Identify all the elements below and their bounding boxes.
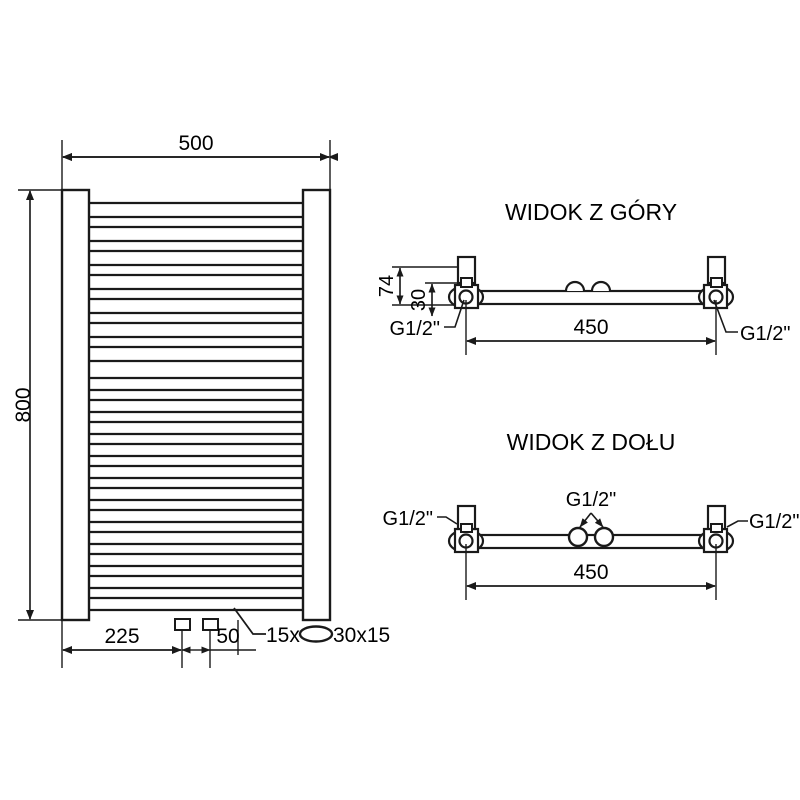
top-view-right-fitting bbox=[697, 255, 735, 310]
bottom-view-thread-leaders bbox=[437, 516, 748, 528]
top-view-thread-right-label: G1/2" bbox=[740, 323, 790, 345]
tube-spec-count-label: 15x bbox=[266, 624, 300, 647]
top-view-span-extension-lines bbox=[465, 300, 717, 355]
front-view-width-label: 500 bbox=[178, 132, 213, 155]
bottom-view-title: WIDOK Z DOŁU bbox=[507, 429, 676, 455]
front-view-offset-dimension: 225 bbox=[62, 625, 182, 654]
top-view-group: WIDOK Z GÓRY 74 30 bbox=[376, 199, 790, 355]
oval-profile-icon bbox=[298, 625, 334, 643]
top-view-mounting-bumps bbox=[564, 280, 612, 292]
tube-spec-leader bbox=[233, 607, 266, 635]
bottom-view-center-thread-leaders bbox=[579, 512, 604, 528]
bump-right-icon bbox=[590, 280, 612, 292]
top-view-thread-left-label: G1/2" bbox=[390, 318, 440, 340]
bottom-view-span-label: 450 bbox=[573, 561, 608, 584]
front-view-width-dimension: 500 bbox=[62, 132, 338, 161]
tube-spec-annotation: 15x 30x15 bbox=[266, 624, 390, 647]
front-view-height-dimension: 800 bbox=[12, 190, 35, 620]
top-view-thread-leaders bbox=[444, 299, 738, 333]
top-view-span-label: 450 bbox=[573, 316, 608, 339]
top-view-depth-dimension: 74 bbox=[376, 267, 404, 305]
top-view-title: WIDOK Z GÓRY bbox=[505, 199, 677, 225]
front-view-tube-rungs bbox=[89, 201, 304, 612]
bottom-view-thread-right-label: G1/2" bbox=[749, 511, 799, 533]
top-view-rail bbox=[468, 289, 722, 306]
bottom-view-thread-left-label: G1/2" bbox=[383, 508, 433, 530]
front-view-height-label: 800 bbox=[12, 387, 35, 422]
front-view-offset-label: 225 bbox=[104, 625, 139, 648]
front-view-bottom-connectors bbox=[174, 618, 219, 631]
front-view-spacing-label: 50 bbox=[216, 625, 239, 648]
top-view-inner-depth-label: 30 bbox=[408, 289, 430, 311]
front-view-group: 500 800 bbox=[12, 132, 390, 668]
front-view-spacing-dimension: 50 bbox=[181, 625, 256, 654]
center-port-right-icon bbox=[593, 526, 615, 548]
top-view-span-dimension: 450 bbox=[466, 316, 716, 345]
top-view-left-fitting bbox=[447, 255, 485, 310]
tube-spec-size-label: 30x15 bbox=[333, 624, 390, 647]
front-view-left-rail bbox=[60, 188, 91, 622]
front-view-right-rail bbox=[301, 188, 332, 622]
connector-stub-left bbox=[174, 618, 191, 631]
bottom-view-center-ports bbox=[567, 526, 615, 548]
center-port-left-icon bbox=[567, 526, 589, 548]
bump-left-icon bbox=[564, 280, 586, 292]
bottom-view-group: WIDOK Z DOŁU G1/2" bbox=[383, 429, 799, 600]
top-view-inner-depth-dimension: 30 bbox=[408, 283, 436, 317]
bottom-view-span-extension-lines bbox=[465, 544, 717, 600]
top-view-depth-label: 74 bbox=[376, 275, 398, 297]
bottom-view-span-dimension: 450 bbox=[466, 561, 716, 590]
bottom-view-thread-center-label: G1/2" bbox=[566, 489, 616, 511]
